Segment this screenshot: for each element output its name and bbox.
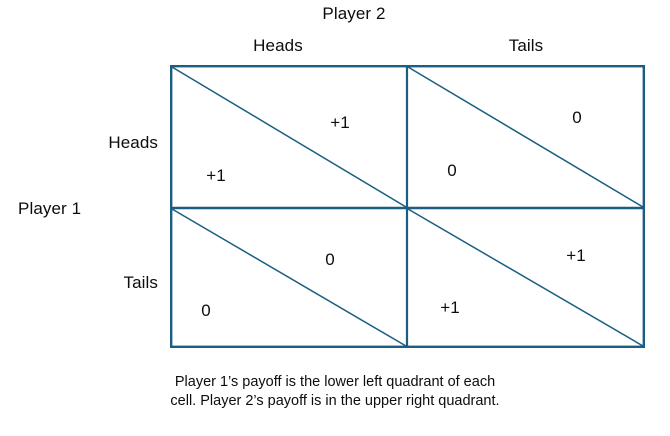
payoff-player2-tails-heads: 0: [325, 250, 335, 269]
cell-diagonal-tails-heads: [171, 208, 407, 347]
column-header-heads: Heads: [253, 36, 303, 55]
cell-diagonal-heads-heads: [171, 66, 407, 208]
payoff-player1-tails-tails: +1: [440, 298, 460, 317]
payoff-player2-heads-heads: +1: [330, 113, 350, 132]
row-header-heads: Heads: [108, 133, 158, 152]
column-player-title: Player 2: [0, 4, 670, 24]
payoff-player1-heads-heads: +1: [206, 166, 226, 185]
caption-line-2: cell. Player 2’s payoff is in the upper …: [170, 393, 500, 409]
matrix-grid: +1 +1 0 0 0 0 +1 +1: [170, 65, 645, 348]
payoff-player2-tails-tails: +1: [566, 246, 586, 265]
cell-diagonal-heads-tails: [407, 66, 644, 208]
matrix-outer-border: [170, 65, 645, 348]
row-header-tails: Tails: [123, 273, 158, 292]
payoff-player1-tails-heads: 0: [201, 301, 211, 320]
column-player-title-text: Player 2: [322, 4, 386, 23]
payoff-player1-heads-tails: 0: [447, 161, 457, 180]
row-player-title: Player 1: [18, 199, 82, 218]
column-header-tails: Tails: [508, 36, 544, 55]
cell-diagonal-tails-tails: [407, 208, 644, 347]
figure-caption: Player 1’s payoff is the lower left quad…: [145, 373, 525, 411]
caption-line-1: Player 1’s payoff is the lower left quad…: [174, 374, 496, 390]
payoff-player2-heads-tails: 0: [572, 108, 582, 127]
